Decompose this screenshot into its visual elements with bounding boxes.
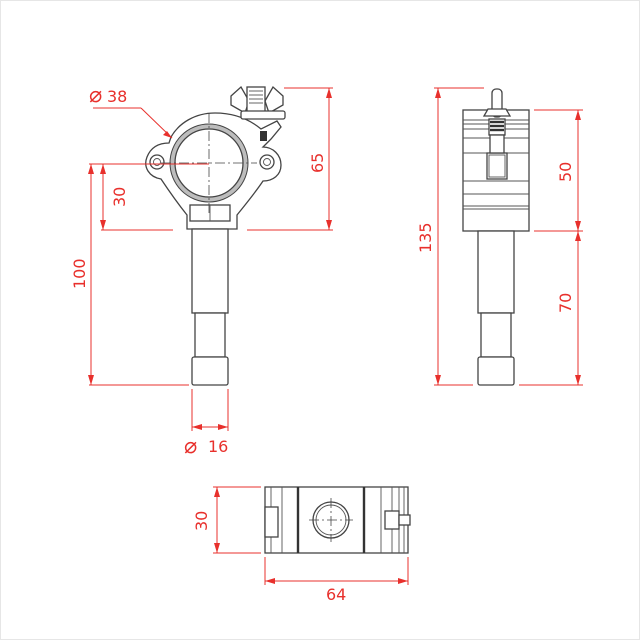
dim-tube-diameter: 38 ⌀ <box>89 83 173 139</box>
dim-center-to-base: 30 <box>89 163 209 231</box>
dim-bottom-length: 64 <box>264 557 409 604</box>
center-to-base-value: 30 <box>110 187 129 207</box>
clamp-body-front <box>145 85 286 230</box>
diameter-symbol: ⌀ <box>184 434 197 459</box>
center-to-spigot-end-value: 100 <box>70 258 89 289</box>
tube-diameter-value: 38 <box>107 87 127 106</box>
left-lug-hole <box>149 154 165 170</box>
clamp-body-side <box>462 88 530 232</box>
dim-overall-height: 135 <box>416 87 484 386</box>
diameter-symbol: ⌀ <box>89 83 102 108</box>
bottom-length-value: 64 <box>326 585 346 604</box>
clamp-body-height-value: 50 <box>556 162 575 182</box>
bottom-width-value: 30 <box>192 511 211 531</box>
dim-clamp-height: 65 <box>247 87 333 231</box>
spigot-side <box>477 230 515 386</box>
spigot-front <box>191 228 229 386</box>
front-view: 38 ⌀ 65 30 100 <box>70 83 333 459</box>
side-view: 135 50 70 <box>416 87 583 386</box>
right-lug-hole <box>259 154 275 170</box>
dim-bottom-width: 30 <box>192 486 261 554</box>
wing-nut-front <box>230 85 286 141</box>
dim-spigot-diameter: ⌀ 16 <box>184 389 229 459</box>
bolt-head <box>384 510 400 530</box>
clamp-height-value: 65 <box>308 153 327 173</box>
dim-clamp-body-height: 50 <box>534 109 583 232</box>
bottom-view: 30 64 <box>192 486 411 604</box>
dim-spigot-length: 70 <box>519 231 583 386</box>
dim-center-to-spigot-end: 100 <box>70 164 189 386</box>
clamp-lug <box>264 506 279 538</box>
spigot-diameter-value: 16 <box>208 437 228 456</box>
overall-height-value: 135 <box>416 222 435 253</box>
spigot-length-value: 70 <box>556 293 575 313</box>
